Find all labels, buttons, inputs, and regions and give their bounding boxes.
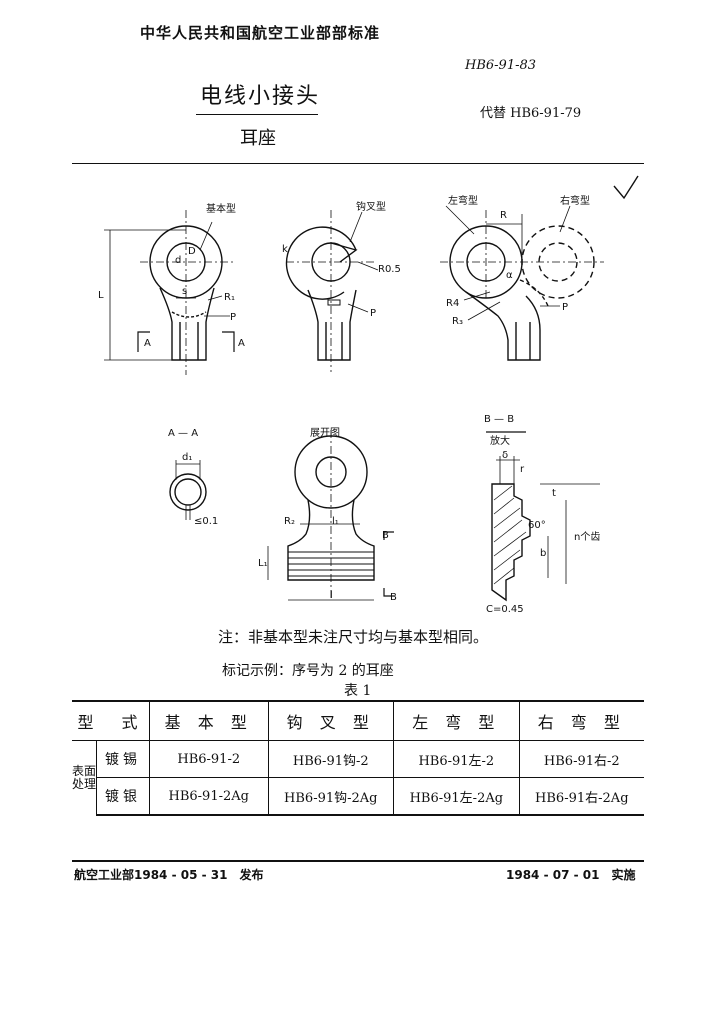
dim-R1: R₁	[224, 292, 235, 303]
document-title: 电线小接头	[200, 84, 321, 109]
dim-k: k	[282, 244, 288, 255]
marking-example: 标记示例：序号为 2 的耳座	[222, 663, 394, 679]
dim-thickness: ≤0.1	[194, 516, 218, 527]
table-cell: HB6-91右-2	[518, 740, 644, 778]
dim-D: D	[188, 246, 196, 257]
table-caption: 表 1	[344, 683, 372, 699]
dim-r: r	[520, 464, 525, 475]
dim-d1: d₁	[182, 452, 192, 463]
footer-rule	[72, 860, 644, 862]
dim-P-hook: P	[370, 308, 376, 319]
table-cell: HB6-91钩-2	[267, 740, 394, 778]
hook-type-view	[285, 210, 379, 372]
table-cell: HB6-91左-2	[393, 740, 520, 778]
dim-b: b	[540, 548, 546, 559]
implemented-date: 1984 - 07 - 01 实施	[506, 868, 636, 882]
drawing-note: 注：非基本型未注尺寸均与基本型相同。	[218, 628, 489, 646]
replaces-standard: 代替 HB6-91-79	[480, 106, 582, 121]
unfolded-view	[267, 430, 394, 601]
dim-chamfer: C=0.45	[486, 604, 524, 615]
dim-n-teeth: n个齿	[574, 531, 600, 543]
dim-B-bottom: B	[390, 592, 397, 603]
dim-A-left: A	[144, 338, 151, 349]
section-aa-view	[169, 460, 207, 520]
table-cell: HB6-91右-2Ag	[518, 777, 644, 816]
technical-drawing: 基本型 钩叉型 左弯型 右弯型 L d D s R₁ P A A k R0.5 …	[98, 175, 639, 615]
process-tin: 镀锡	[96, 740, 150, 778]
surface-treatment-header: 表面处理	[72, 764, 97, 791]
section-bb-view	[486, 431, 600, 602]
standard-number: HB6-91-83	[465, 58, 537, 73]
title-divider	[196, 114, 318, 115]
table-cell: HB6-91左-2Ag	[393, 777, 520, 816]
basic-type-view	[104, 210, 236, 375]
dim-L: L	[98, 290, 104, 301]
header-rule	[72, 163, 644, 164]
process-silver: 镀银	[96, 777, 150, 816]
dim-s: s	[182, 286, 187, 297]
label-hook-type: 钩叉型	[356, 200, 386, 213]
table-row: 镀银 HB6-91-2Ag HB6-91钩-2Ag HB6-91左-2Ag HB…	[72, 777, 644, 816]
dim-R4: R4	[446, 298, 459, 309]
label-unfolded: 展开图	[310, 427, 340, 439]
header-basic: 基 本 型	[149, 700, 268, 741]
table-header-row: 型 式 基 本 型 钩 叉 型 左 弯 型 右 弯 型	[72, 700, 644, 741]
dim-L1: L₁	[258, 558, 268, 569]
header-type: 型 式	[72, 700, 150, 741]
dim-l: l	[330, 590, 333, 601]
table-cell: HB6-91-2Ag	[149, 777, 268, 816]
specification-table: 型 式 基 本 型 钩 叉 型 左 弯 型 右 弯 型 表面处理 镀锡 HB6-…	[72, 700, 644, 816]
label-section-aa: A — A	[168, 428, 198, 439]
dim-d: d	[175, 255, 181, 266]
dim-A-right: A	[238, 338, 245, 349]
header-hook: 钩 叉 型	[267, 700, 394, 741]
dim-l1: l₁	[332, 516, 339, 527]
dim-R2: R₂	[284, 516, 295, 527]
dim-R3: R₃	[452, 316, 463, 327]
header-left: 左 弯 型	[393, 700, 520, 741]
header-right: 右 弯 型	[518, 700, 644, 741]
dim-delta: δ	[502, 450, 508, 461]
label-left-bend: 左弯型	[448, 194, 478, 207]
document-subtitle: 耳座	[240, 128, 276, 149]
dim-P-basic: P	[230, 312, 236, 323]
organization-header: 中华人民共和国航空工业部部标准	[140, 24, 381, 42]
dim-angle: 60°	[528, 520, 546, 531]
dim-P-bend: P	[562, 302, 568, 313]
table-row: 表面处理 镀锡 HB6-91-2 HB6-91钩-2 HB6-91左-2 HB6…	[72, 740, 644, 790]
label-right-bend: 右弯型	[560, 194, 590, 207]
dim-t: t	[552, 488, 556, 499]
dim-R05: R0.5	[378, 264, 401, 275]
bend-type-view	[440, 205, 604, 361]
label-basic-type: 基本型	[206, 202, 236, 215]
published-date: 航空工业部1984 - 05 - 31 发布	[74, 868, 264, 882]
label-section-bb: B — B	[484, 414, 514, 425]
label-enlarged: 放大	[490, 434, 510, 447]
table-cell: HB6-91钩-2Ag	[267, 777, 394, 816]
surface-finish-mark	[613, 175, 639, 200]
dim-alpha: α	[506, 270, 513, 281]
dim-B-top: B	[382, 530, 389, 541]
table-cell: HB6-91-2	[149, 740, 268, 778]
dim-R: R	[500, 210, 507, 221]
